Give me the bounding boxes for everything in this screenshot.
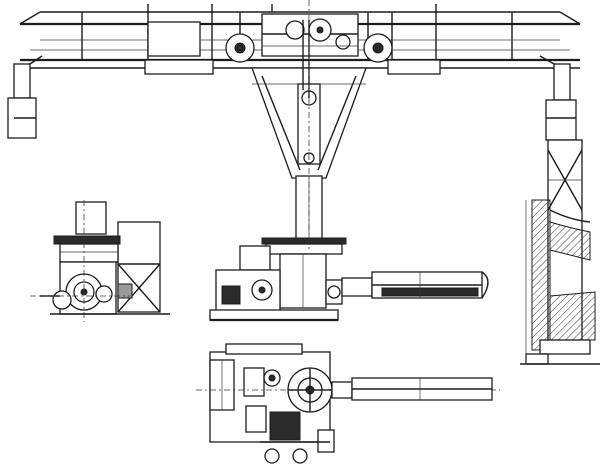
gantry-elevation: [7, 4, 581, 243]
left-side-view: [30, 201, 170, 315]
plan-view: [196, 343, 500, 464]
hydraulic-arm: [341, 271, 489, 299]
center-lines: [83, 0, 310, 322]
trolley-wheel-right: [363, 33, 393, 63]
trolley-gearbox: [261, 13, 359, 57]
right-section-view: [520, 139, 600, 365]
trolley-wheel-left: [225, 33, 255, 63]
top-girder: [19, 4, 581, 75]
right-leg: [539, 55, 577, 141]
center-elevation: [209, 237, 489, 322]
left-leg: [7, 55, 43, 139]
